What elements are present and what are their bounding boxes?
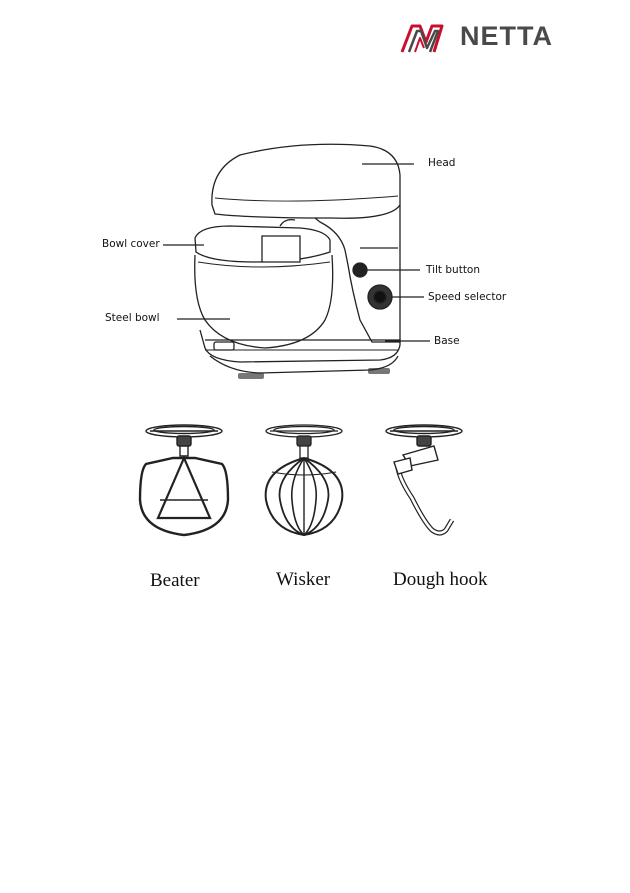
dough-hook-icon [385, 424, 463, 536]
label-base: Base [434, 335, 460, 347]
attachment-label-dough-hook: Dough hook [393, 569, 488, 590]
brand-name: NETTA [460, 21, 553, 51]
label-head: Head [428, 157, 456, 169]
label-bowl-cover: Bowl cover [102, 238, 160, 250]
whisk-icon [264, 424, 344, 537]
mixer-head [211, 143, 401, 219]
beater-icon [138, 424, 230, 537]
mixer-base [199, 329, 401, 363]
label-tilt-button: Tilt button [426, 264, 481, 276]
label-speed-selector: Speed selector [428, 291, 507, 303]
steel-bowl-shape [194, 254, 334, 349]
tilt-button-shape [352, 262, 368, 278]
netta-logo-stripes-icon [400, 24, 444, 53]
attachment-label-beater: Beater [150, 570, 200, 591]
bowl-cover-shape [194, 225, 331, 263]
netta-logo [398, 18, 578, 58]
attachment-label-whisk: Wisker [276, 569, 331, 590]
label-steel-bowl: Steel bowl [105, 312, 160, 324]
mixer-body [314, 205, 401, 343]
